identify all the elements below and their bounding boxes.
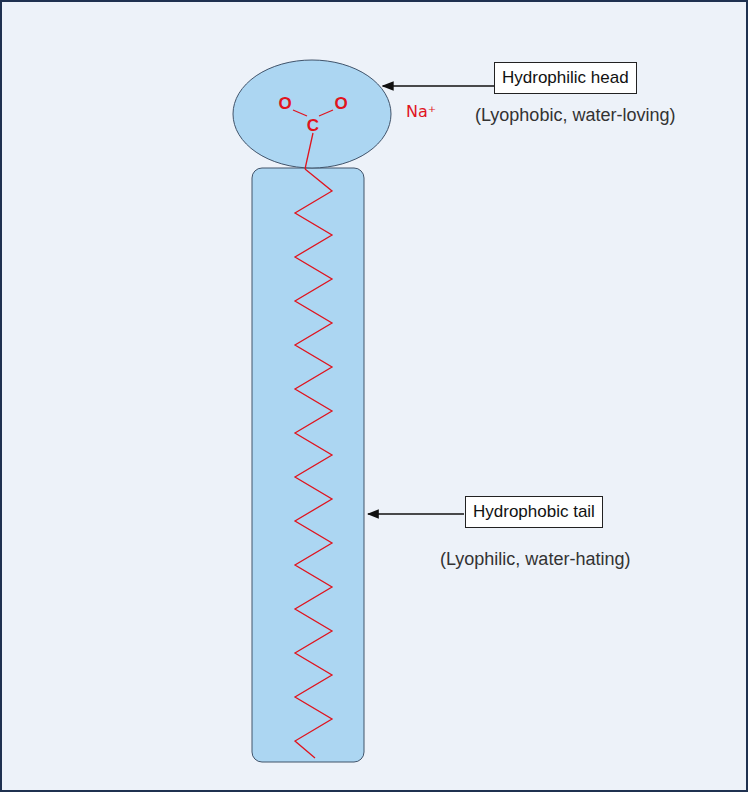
label-box: Hydrophobic tail(Lyophilic, water-hating…	[465, 496, 603, 528]
atom-symbol: O	[334, 95, 347, 112]
bond-line	[305, 133, 313, 169]
head-ellipse-shape	[233, 60, 391, 168]
bond-line	[293, 110, 307, 116]
tail-shape	[252, 168, 364, 762]
note-text: (Lyophilic, water-hating)	[440, 549, 630, 570]
pointer-arrow	[383, 85, 494, 87]
head-outline	[232, 59, 392, 169]
box-heading: Hydrophilic head	[502, 68, 629, 88]
box-heading: Hydrophobic tail	[473, 502, 595, 522]
head-ellipse: OCO	[232, 59, 392, 169]
atom-symbol: C	[307, 117, 319, 134]
label-box: Hydrophilic head(Lyophobic, water-loving…	[494, 62, 637, 94]
note-text: (Lyophobic, water-loving)	[475, 105, 675, 126]
atom-symbol: O	[278, 95, 291, 112]
ion-label: Na⁺	[406, 102, 436, 121]
carbon-chain	[295, 169, 332, 758]
bond-line	[319, 110, 333, 116]
leader-arrow	[368, 513, 464, 515]
